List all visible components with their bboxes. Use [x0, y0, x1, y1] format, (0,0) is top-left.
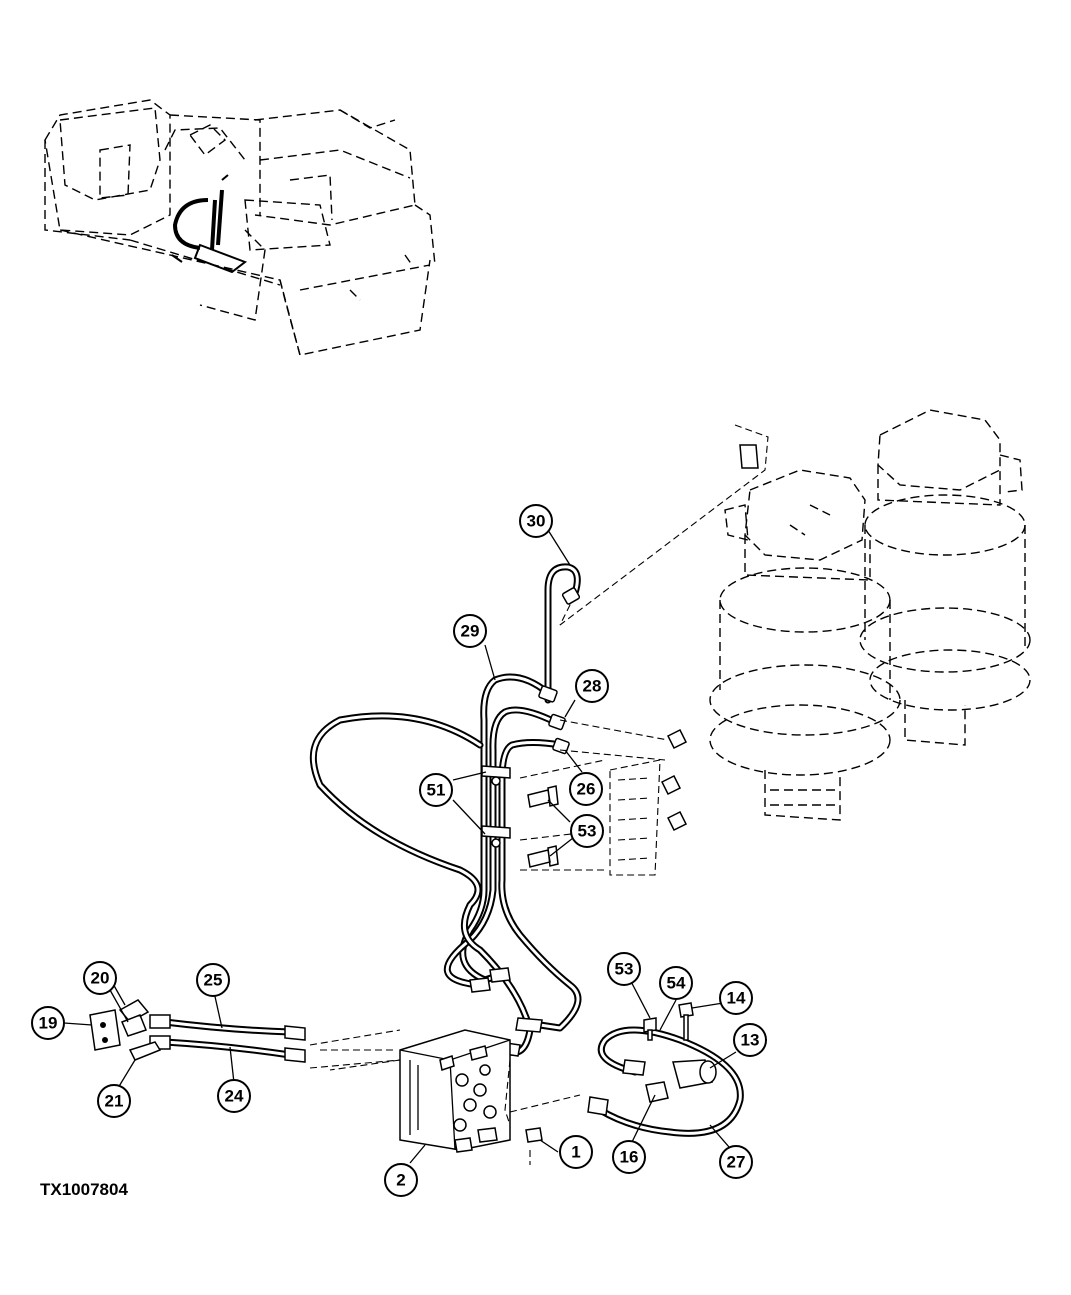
- svg-text:54: 54: [667, 974, 686, 993]
- callout-16: 16: [612, 1140, 646, 1174]
- fittings: [89, 587, 717, 1165]
- callout-28: 28: [575, 669, 609, 703]
- svg-text:24: 24: [225, 1087, 244, 1106]
- callout-26: 26: [569, 772, 603, 806]
- svg-text:13: 13: [741, 1031, 760, 1050]
- callout-53-upper: 53: [570, 814, 604, 848]
- svg-text:53: 53: [615, 960, 634, 979]
- svg-text:19: 19: [39, 1014, 58, 1033]
- svg-text:16: 16: [620, 1148, 639, 1167]
- svg-text:20: 20: [91, 969, 110, 988]
- svg-text:14: 14: [727, 989, 746, 1008]
- callout-29: 29: [453, 614, 487, 648]
- svg-text:51: 51: [427, 781, 446, 800]
- callout-2: 2: [384, 1163, 418, 1197]
- callout-19: 19: [31, 1006, 65, 1040]
- callout-30: 30: [519, 504, 553, 538]
- swing-motors: [559, 409, 1031, 821]
- svg-text:27: 27: [727, 1153, 746, 1172]
- svg-text:53: 53: [578, 822, 597, 841]
- svg-text:2: 2: [396, 1171, 405, 1190]
- svg-text:1: 1: [571, 1143, 580, 1162]
- callout-14: 14: [719, 981, 753, 1015]
- callout-13: 13: [733, 1023, 767, 1057]
- callout-21: 21: [97, 1084, 131, 1118]
- svg-text:25: 25: [204, 971, 223, 990]
- svg-text:26: 26: [577, 780, 596, 799]
- callout-20: 20: [83, 961, 117, 995]
- svg-text:28: 28: [583, 677, 602, 696]
- machine-overview: [44, 99, 436, 356]
- callout-24: 24: [217, 1079, 251, 1113]
- svg-text:30: 30: [527, 512, 546, 531]
- callout-1: 1: [559, 1135, 593, 1169]
- callout-54: 54: [659, 966, 693, 1000]
- callout-25: 25: [196, 963, 230, 997]
- callout-27: 27: [719, 1145, 753, 1179]
- callout-51: 51: [419, 773, 453, 807]
- svg-text:29: 29: [461, 622, 480, 641]
- callout-53-lower: 53: [607, 952, 641, 986]
- figure-id-label: TX1007804: [40, 1180, 128, 1199]
- hoses: [161, 563, 744, 1137]
- svg-text:21: 21: [105, 1092, 124, 1111]
